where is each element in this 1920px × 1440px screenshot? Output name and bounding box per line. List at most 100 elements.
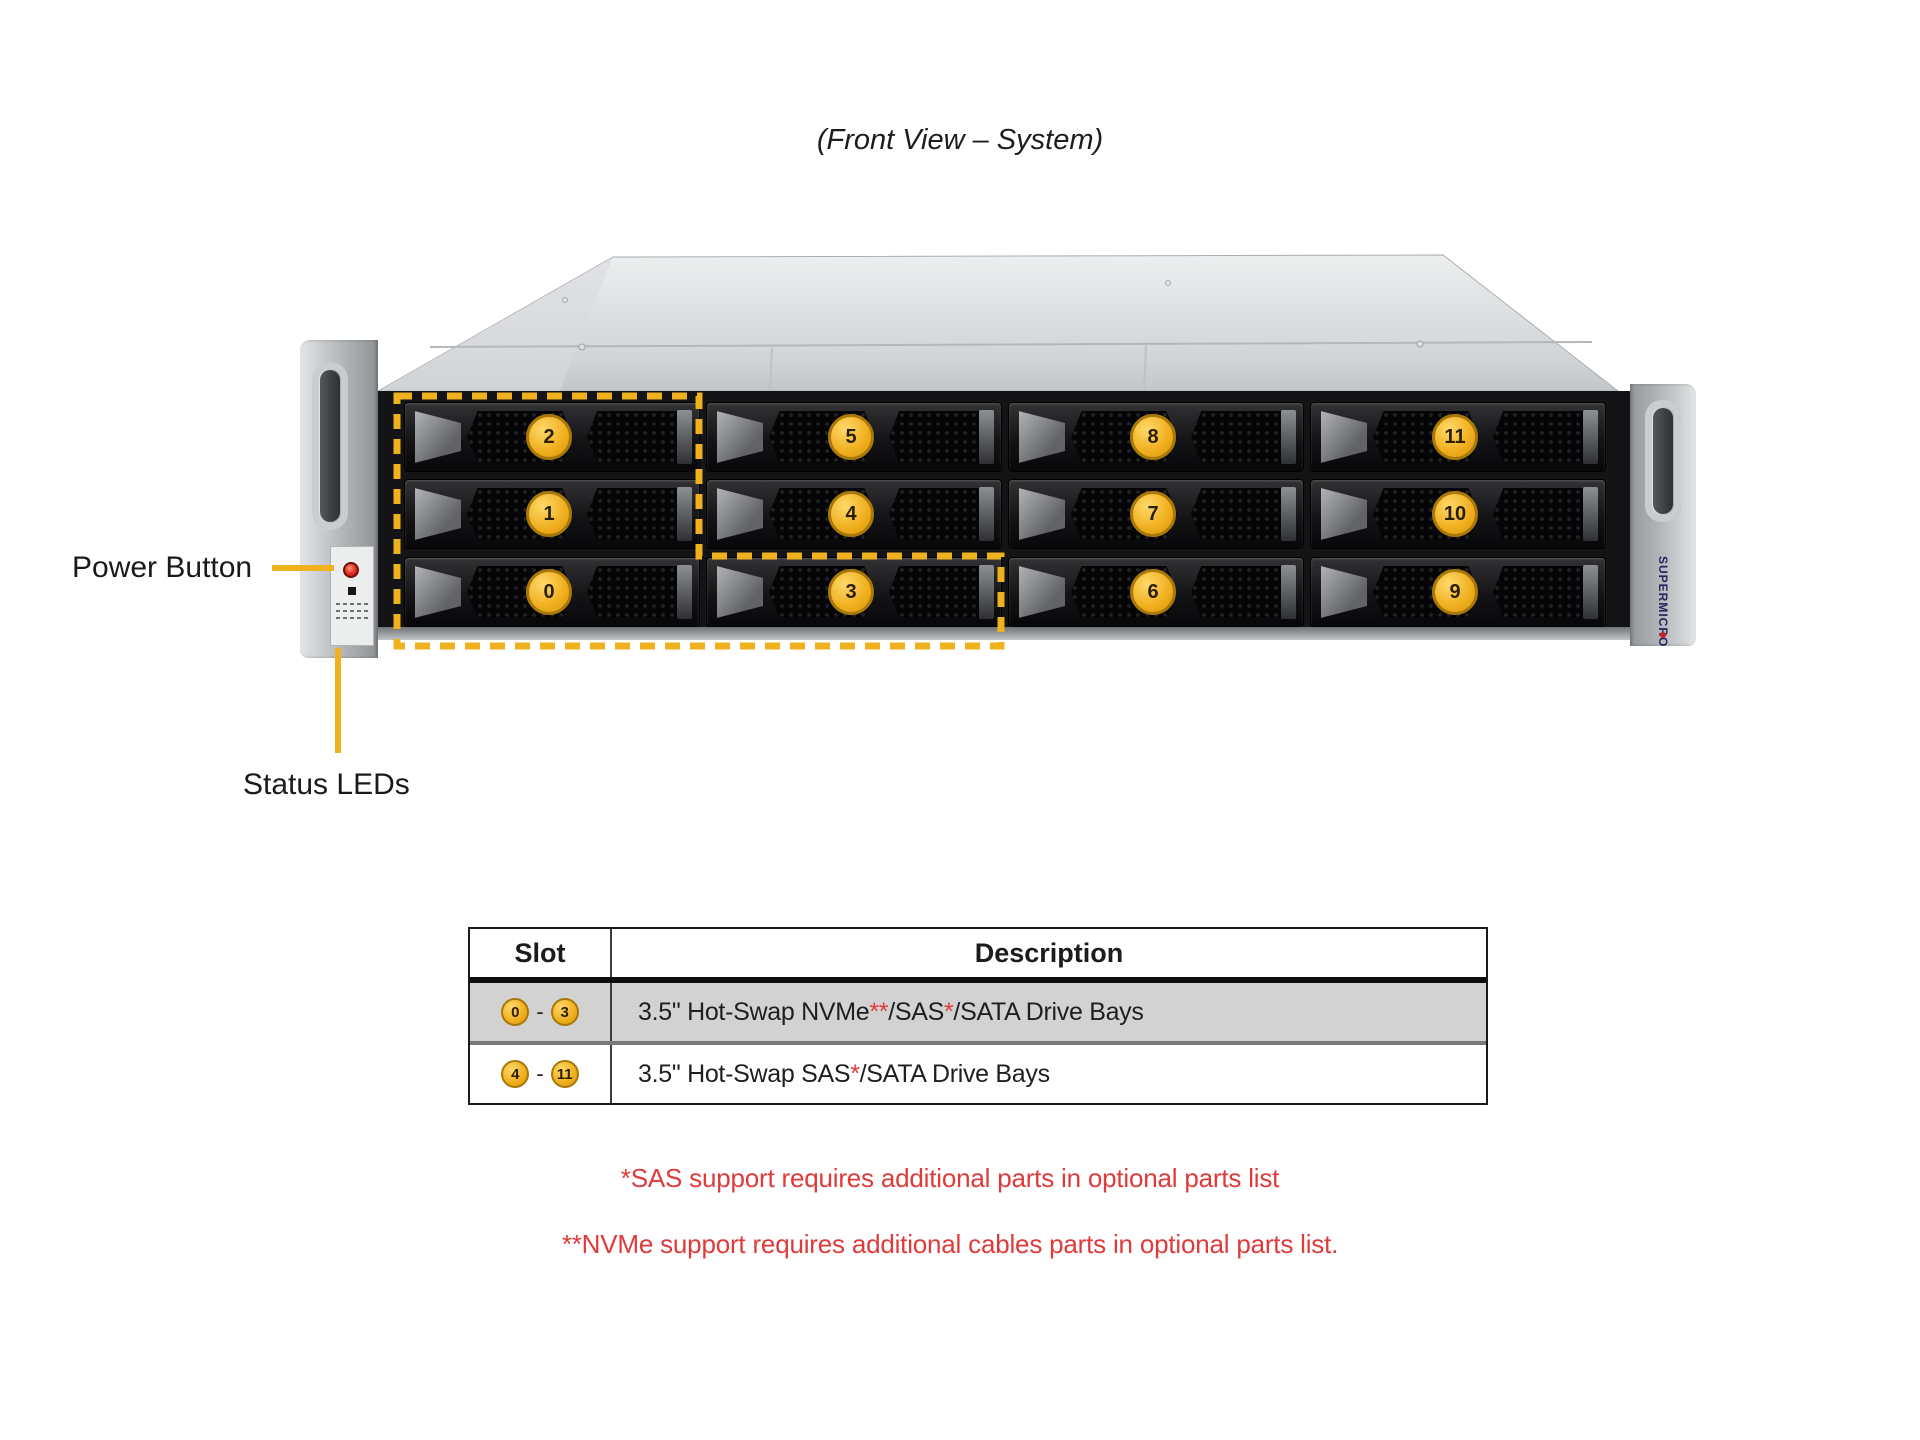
drive-tray-latch — [415, 566, 461, 618]
slot-range-separator: - — [536, 999, 544, 1024]
slot-badge: 0 — [501, 998, 530, 1026]
drive-tray-latch — [1321, 488, 1367, 540]
power-button-icon — [343, 562, 359, 578]
drive-bay: 10 — [1310, 479, 1606, 549]
table-row: 4 - 11 3.5" Hot-Swap SAS*/SATA Drive Bay… — [470, 1041, 1486, 1103]
table-header-slot: Slot — [470, 929, 612, 977]
drive-tray-endcap — [677, 410, 692, 464]
drive-bay: 4 — [706, 479, 1002, 549]
right-handle — [1645, 400, 1681, 522]
drive-tray-latch — [1019, 566, 1065, 618]
drive-tray-endcap — [1583, 487, 1598, 541]
drive-bay: 2 — [404, 402, 700, 472]
slot-badge: 11 — [550, 1060, 579, 1088]
slot-badge: 3 — [550, 998, 579, 1026]
drive-tray-vent — [1493, 488, 1595, 540]
chassis-bottom-lip — [376, 627, 1630, 640]
drive-tray-latch — [1321, 566, 1367, 618]
drive-tray-endcap — [1583, 565, 1598, 619]
bay-number-badge: 9 — [1432, 569, 1478, 615]
slot-description-table: Slot Description 0 - 3 3.5" Hot-Swap NVM… — [468, 927, 1488, 1105]
drive-tray-latch — [717, 566, 763, 618]
description-text: /SATA Drive Bays — [953, 997, 1144, 1026]
drive-tray-endcap — [1281, 487, 1296, 541]
drive-tray-endcap — [979, 487, 994, 541]
drive-tray-vent — [587, 411, 689, 463]
drive-tray-endcap — [1281, 565, 1296, 619]
drive-tray-vent — [889, 488, 991, 540]
bay-number-badge: 7 — [1130, 491, 1176, 537]
bay-number-badge: 2 — [526, 414, 572, 460]
left-handle-slot — [320, 370, 340, 522]
drive-tray-vent — [1191, 566, 1293, 618]
slot-description-cell: 3.5" Hot-Swap SAS*/SATA Drive Bays — [612, 1045, 1486, 1103]
bay-number-badge: 4 — [828, 491, 874, 537]
slot-description-cell: 3.5" Hot-Swap NVMe**/SAS*/SATA Drive Bay… — [612, 983, 1486, 1041]
footnote-sas: *SAS support requires additional parts i… — [620, 1163, 1280, 1193]
drive-bay: 6 — [1008, 557, 1304, 627]
drive-bay: 11 — [1310, 402, 1606, 472]
bay-number-badge: 3 — [828, 569, 874, 615]
drive-tray-latch — [1019, 411, 1065, 463]
drive-tray-endcap — [1281, 410, 1296, 464]
description-text: /SAS — [888, 997, 944, 1026]
slot-range-separator: - — [536, 1061, 544, 1086]
power-button-label: Power Button — [72, 551, 253, 584]
left-handle — [312, 362, 348, 530]
drive-tray-vent — [1493, 566, 1595, 618]
right-rack-ear: SUPERMICRO — [1630, 384, 1696, 648]
drive-tray-vent — [1493, 411, 1595, 463]
drive-tray-vent — [1191, 411, 1293, 463]
drive-tray-endcap — [677, 487, 692, 541]
bay-number-badge: 8 — [1130, 414, 1176, 460]
bay-number-badge: 0 — [526, 569, 572, 615]
table-header-description: Description — [974, 937, 1124, 968]
description-text: 3.5" Hot-Swap SAS — [638, 1059, 851, 1088]
right-handle-slot — [1653, 408, 1673, 514]
drive-bay: 1 — [404, 479, 700, 549]
drive-tray-latch — [1321, 411, 1367, 463]
figure-title: (Front View – System) — [816, 124, 1104, 156]
drive-bay: 7 — [1008, 479, 1304, 549]
table-header-row: Slot Description — [470, 929, 1486, 983]
drive-tray-latch — [1019, 488, 1065, 540]
bay-number-badge: 6 — [1130, 569, 1176, 615]
drive-bay: 3 — [706, 557, 1002, 627]
drive-bay: 9 — [1310, 557, 1606, 627]
bay-number-badge: 11 — [1432, 414, 1478, 460]
drive-tray-vent — [1191, 488, 1293, 540]
drive-tray-vent — [889, 411, 991, 463]
supermicro-logo: SUPERMICRO — [1656, 556, 1670, 648]
drive-tray-endcap — [979, 565, 994, 619]
bay-number-badge: 5 — [828, 414, 874, 460]
supermicro-logo-dot — [1660, 632, 1666, 638]
slot-badge: 4 — [501, 1060, 530, 1088]
drive-tray-endcap — [979, 410, 994, 464]
drive-tray-endcap — [677, 565, 692, 619]
drive-tray-latch — [717, 488, 763, 540]
drive-bay: 8 — [1008, 402, 1304, 472]
table-row: 0 - 3 3.5" Hot-Swap NVMe**/SAS*/SATA Dri… — [470, 983, 1486, 1041]
drive-tray-vent — [889, 566, 991, 618]
description-asterisk: ** — [869, 997, 889, 1026]
drive-bay: 0 — [404, 557, 700, 627]
reset-button-icon — [348, 587, 356, 595]
drive-tray-latch — [415, 411, 461, 463]
drive-bay: 5 — [706, 402, 1002, 472]
status-leds-block — [334, 603, 370, 619]
drive-tray-latch — [717, 411, 763, 463]
front-control-panel — [330, 546, 374, 646]
drive-tray-latch — [415, 488, 461, 540]
description-asterisk: * — [850, 1059, 860, 1088]
left-rack-ear — [300, 340, 378, 658]
drive-tray-vent — [587, 566, 689, 618]
description-text: 3.5" Hot-Swap NVMe — [638, 997, 870, 1026]
status-leds-label: Status LEDs — [243, 768, 410, 801]
slot-range-cell: 0 - 3 — [470, 983, 612, 1041]
drive-tray-endcap — [1583, 410, 1598, 464]
bay-number-badge: 10 — [1432, 491, 1478, 537]
bay-number-badge: 1 — [526, 491, 572, 537]
footnote-nvme: **NVMe support requires additional cable… — [561, 1229, 1339, 1259]
